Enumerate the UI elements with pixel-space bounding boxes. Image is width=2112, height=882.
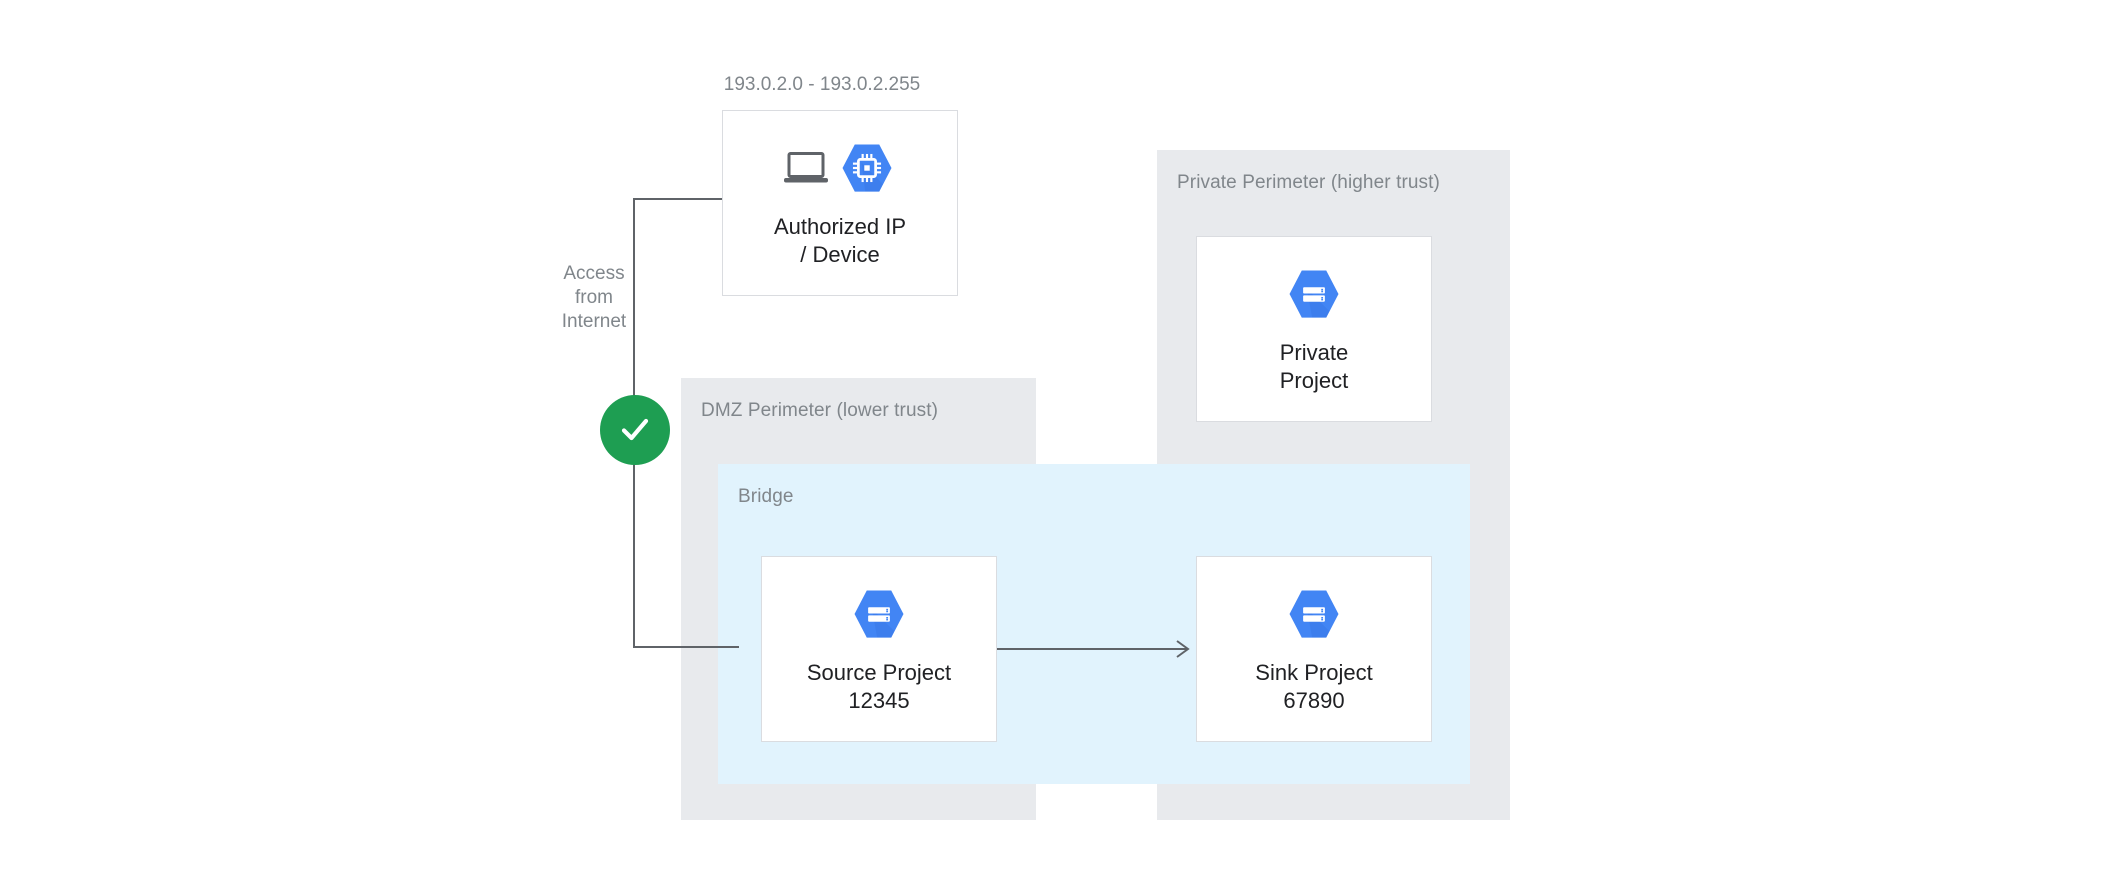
node-private-project-label: Private Project	[1279, 340, 1349, 393]
node-source-project-label: Source Project 12345	[806, 660, 952, 713]
device-icon-group	[784, 137, 896, 199]
compute-chip-hexagon-icon	[838, 139, 896, 197]
project-hexagon-icon	[1285, 265, 1343, 323]
node-source-project[interactable]: Source Project 12345	[761, 556, 997, 742]
node-sink-project-label: Sink Project 67890	[1255, 660, 1373, 713]
laptop-icon	[784, 151, 828, 185]
node-authorized-ip-device-label: Authorized IP / Device	[773, 214, 907, 267]
sink-project-icon-group	[1285, 583, 1343, 645]
check-icon	[615, 410, 655, 450]
bridge-label: Bridge	[738, 486, 794, 507]
private-project-icon-group	[1285, 263, 1343, 325]
access-from-internet-label: Access from Internet	[561, 263, 627, 332]
allow-check-badge[interactable]	[600, 395, 670, 465]
node-sink-project[interactable]: Sink Project 67890	[1196, 556, 1432, 742]
project-hexagon-icon	[1285, 585, 1343, 643]
node-authorized-ip-device[interactable]: Authorized IP / Device	[722, 110, 958, 296]
perimeter-dmz-label: DMZ Perimeter (lower trust)	[701, 400, 939, 421]
source-project-icon-group	[850, 583, 908, 645]
node-private-project[interactable]: Private Project	[1196, 236, 1432, 422]
perimeter-private-label: Private Perimeter (higher trust)	[1177, 172, 1440, 193]
ip-range-caption: 193.0.2.0 - 193.0.2.255	[723, 74, 921, 95]
project-hexagon-icon	[850, 585, 908, 643]
connector-source-to-sink	[996, 640, 1190, 658]
